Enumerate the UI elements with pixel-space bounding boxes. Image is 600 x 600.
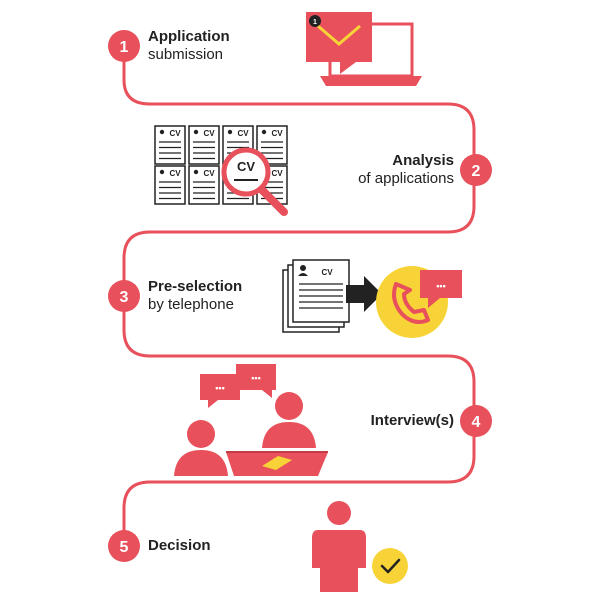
- svg-text:1: 1: [313, 19, 317, 26]
- step-4-title: Interview(s): [370, 412, 454, 429]
- step-5-title: Decision: [148, 537, 211, 554]
- svg-text:2: 2: [472, 163, 481, 180]
- cv-document-icon: CV: [188, 125, 220, 165]
- step-5-label: Decision: [148, 537, 211, 555]
- cv-document-icon: CV: [154, 125, 186, 165]
- svg-text:4: 4: [472, 414, 481, 431]
- svg-text:5: 5: [120, 539, 129, 556]
- svg-text:CV: CV: [169, 169, 181, 178]
- step-4-label: Interview(s): [371, 412, 454, 430]
- step-2-subtitle: of applications: [358, 170, 454, 187]
- person-check-icon: [312, 501, 408, 592]
- svg-text:CV: CV: [321, 268, 333, 277]
- svg-text:CV: CV: [237, 129, 249, 138]
- interview-icon: ••• •••: [174, 364, 328, 476]
- step-3-subtitle: by telephone: [148, 296, 234, 313]
- cv-document-icon: CV: [188, 165, 220, 205]
- step-2-title: Analysis: [392, 152, 454, 169]
- svg-text:CV: CV: [237, 159, 255, 174]
- cv-document-icon: CV: [154, 165, 186, 205]
- svg-text:•••: •••: [215, 383, 224, 393]
- laptop-mail-icon: 1: [306, 12, 422, 86]
- svg-text:CV: CV: [203, 169, 215, 178]
- svg-text:•••: •••: [436, 281, 445, 291]
- step-5-marker: 5: [108, 530, 140, 562]
- step-3-title: Pre-selection: [148, 278, 243, 295]
- step-2-label: Analysis of applications: [358, 152, 454, 188]
- step-1-label: Application submission: [148, 28, 230, 64]
- step-1-subtitle: submission: [148, 46, 224, 63]
- svg-text:3: 3: [120, 289, 129, 306]
- step-1-title: Application: [148, 28, 230, 45]
- step-1-marker: 1: [108, 30, 140, 62]
- step-2-marker: 2: [460, 154, 492, 186]
- svg-text:CV: CV: [271, 129, 283, 138]
- phone-call-icon: CV •••: [282, 259, 462, 338]
- svg-text:CV: CV: [169, 129, 181, 138]
- step-3-marker: 3: [108, 280, 140, 312]
- svg-text:•••: •••: [251, 373, 260, 383]
- svg-text:CV: CV: [271, 169, 283, 178]
- step-3-label: Pre-selection by telephone: [148, 278, 242, 314]
- step-4-marker: 4: [460, 405, 492, 437]
- svg-text:1: 1: [120, 39, 129, 56]
- svg-text:CV: CV: [203, 129, 215, 138]
